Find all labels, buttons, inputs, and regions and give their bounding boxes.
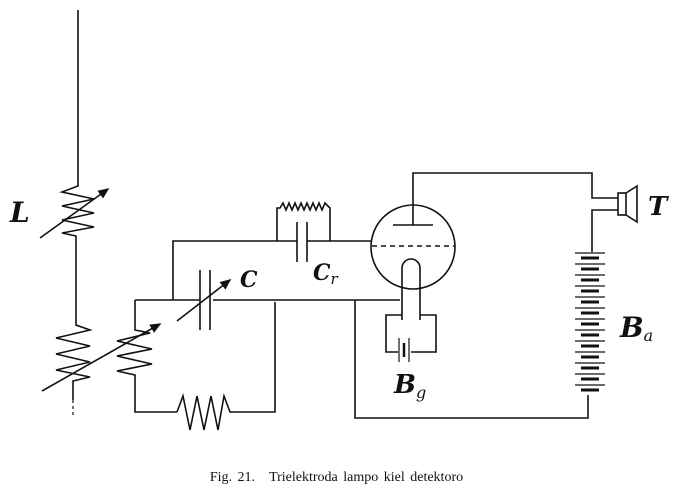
capacitor-C-arrow (176, 279, 232, 322)
label-L: L (9, 196, 30, 229)
battery-Bg (398, 338, 410, 362)
label-Cr: Cr (313, 260, 339, 288)
label-Ba: Ba (619, 311, 653, 345)
grid-leak-resistor (276, 200, 331, 241)
resistor-bottom (176, 302, 276, 431)
figure-number: Fig. 21. (209, 470, 256, 485)
variable-inductor-L (59, 182, 95, 320)
coupling-coil-primary (55, 320, 93, 400)
figure-title: Trielektroda lampo kiel detektoro (269, 470, 464, 485)
filament-circuit (385, 314, 437, 353)
wire-plate-circuit (412, 172, 618, 252)
label-C: C (240, 267, 258, 293)
wire-return (354, 300, 589, 419)
coupling-coil-secondary (116, 300, 177, 413)
coupling-arrow (41, 323, 162, 392)
triode-tube (370, 204, 456, 320)
figure-caption: Fig. 21. Trielektroda lampo kiel detektor… (0, 470, 687, 486)
label-T: T (648, 192, 669, 222)
telephone-T (617, 184, 638, 224)
wire-grid-line (172, 240, 372, 300)
battery-Ba (575, 252, 605, 392)
label-Bg: Bg (393, 370, 426, 402)
inductor-L-arrow (39, 188, 110, 239)
